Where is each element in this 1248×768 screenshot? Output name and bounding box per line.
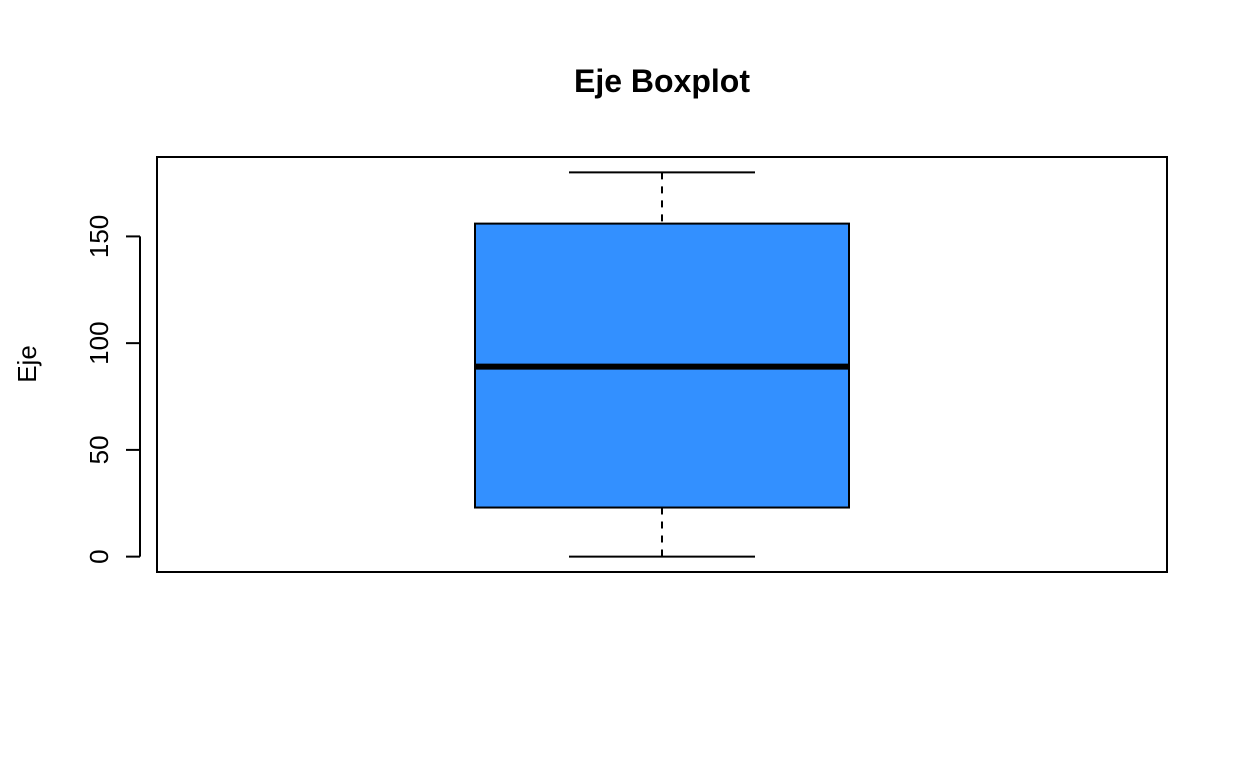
box-group — [474, 171, 850, 558]
plot-frame — [156, 156, 1168, 573]
y-tick-label: 100 — [84, 321, 114, 364]
y-tick-label: 150 — [84, 215, 114, 258]
y-tick-label: 50 — [84, 435, 114, 464]
y-tick-label: 0 — [84, 549, 114, 563]
y-axis-label: Eje — [12, 345, 42, 383]
chart-title: Eje Boxplot — [574, 63, 750, 99]
y-axis: 0 50 100 150 — [84, 215, 141, 564]
